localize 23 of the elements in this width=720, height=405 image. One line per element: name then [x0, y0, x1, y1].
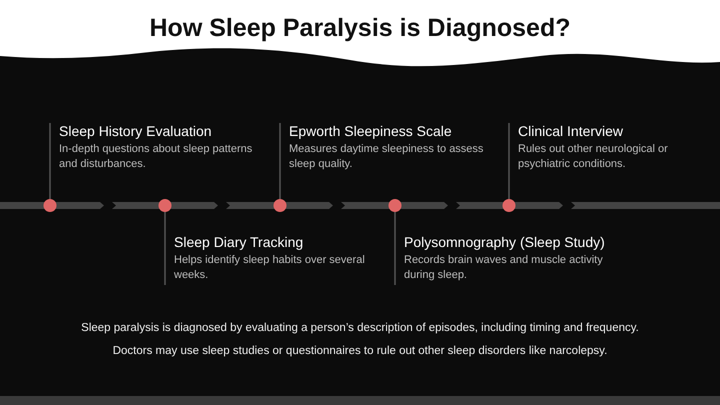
step-heading: Sleep Diary Tracking	[174, 234, 304, 250]
step-description: Measures daytime sleepiness to assess sleep quality.	[289, 142, 484, 172]
milestone-dot	[274, 199, 286, 212]
leader-line	[49, 123, 51, 199]
milestone-dot	[388, 199, 402, 212]
step-heading: Polysomnography (Sleep Study)	[404, 234, 604, 250]
step-heading: Epworth Sleepiness Scale	[289, 123, 453, 139]
step-description: Rules out other neurological or psychiatric conditions.	[518, 142, 669, 172]
title: How Sleep Paralysis is Diagnosed?	[148, 14, 572, 43]
leader-line	[508, 123, 510, 199]
leader-line	[279, 123, 281, 199]
milestone-dot	[502, 199, 516, 212]
step-description: In-depth questions about sleep patterns and disturbances.	[59, 142, 254, 172]
step-description: Records brain waves and muscle activity during sleep.	[404, 253, 604, 283]
leader-line	[394, 212, 396, 285]
step-heading: Clinical Interview	[518, 123, 624, 139]
note-text: Doctors may use sleep studies or questionnaires to rule out other sleep disorders like narcolepsy.	[112, 345, 608, 357]
milestone-dot	[158, 199, 172, 212]
step-heading: Sleep History Evaluation	[59, 123, 213, 139]
milestone-dot	[44, 199, 56, 212]
leader-line	[164, 212, 166, 285]
step-description: Helps identify sleep habits over several weeks.	[174, 253, 366, 283]
note-text: Sleep paralysis is diagnosed by evaluating a person’s description of episodes, including timing and frequency.	[80, 322, 640, 334]
